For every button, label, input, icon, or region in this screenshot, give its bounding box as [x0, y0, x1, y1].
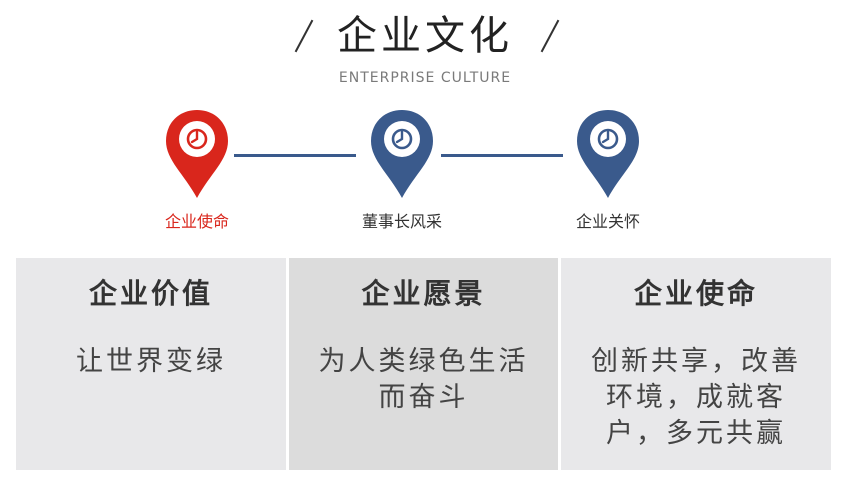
timeline-label-care[interactable]: 企业关怀 — [575, 212, 640, 231]
panel-body: 让世界变绿 — [76, 346, 226, 377]
panel-values: 企业价值 让世界变绿 — [16, 258, 286, 470]
panel-vision: 企业愿景 为人类绿色生活而奋斗 — [289, 258, 558, 470]
timeline-label-chairman[interactable]: 董事长风采 — [361, 212, 442, 231]
map-pin-icon — [371, 110, 433, 198]
page-title: 企业文化 — [337, 13, 513, 59]
map-pin-icon — [577, 110, 639, 198]
page-subtitle: ENTERPRISE CULTURE — [338, 70, 512, 86]
clock-icon — [391, 128, 413, 150]
timeline-connector — [234, 154, 356, 157]
timeline-connector — [441, 154, 563, 157]
panel-body: 为人类绿色生活而奋斗 — [318, 346, 529, 413]
clock-icon — [597, 128, 619, 150]
panel-heading: 企业愿景 — [361, 277, 486, 310]
panel-mission: 企业使命 创新共享，改善环境，成就客户，多元共赢 — [561, 258, 831, 470]
map-pin-icon — [166, 110, 228, 198]
panel-body: 创新共享，改善环境，成就客户，多元共赢 — [591, 346, 801, 449]
clock-icon — [186, 128, 208, 150]
timeline-pin-care[interactable] — [575, 108, 641, 200]
timeline-pin-mission[interactable] — [164, 108, 230, 200]
timeline-pin-chairman[interactable] — [369, 108, 435, 200]
panel-heading: 企业使命 — [633, 277, 758, 310]
timeline-label-mission[interactable]: 企业使命 — [164, 212, 229, 231]
panel-heading: 企业价值 — [88, 277, 213, 310]
